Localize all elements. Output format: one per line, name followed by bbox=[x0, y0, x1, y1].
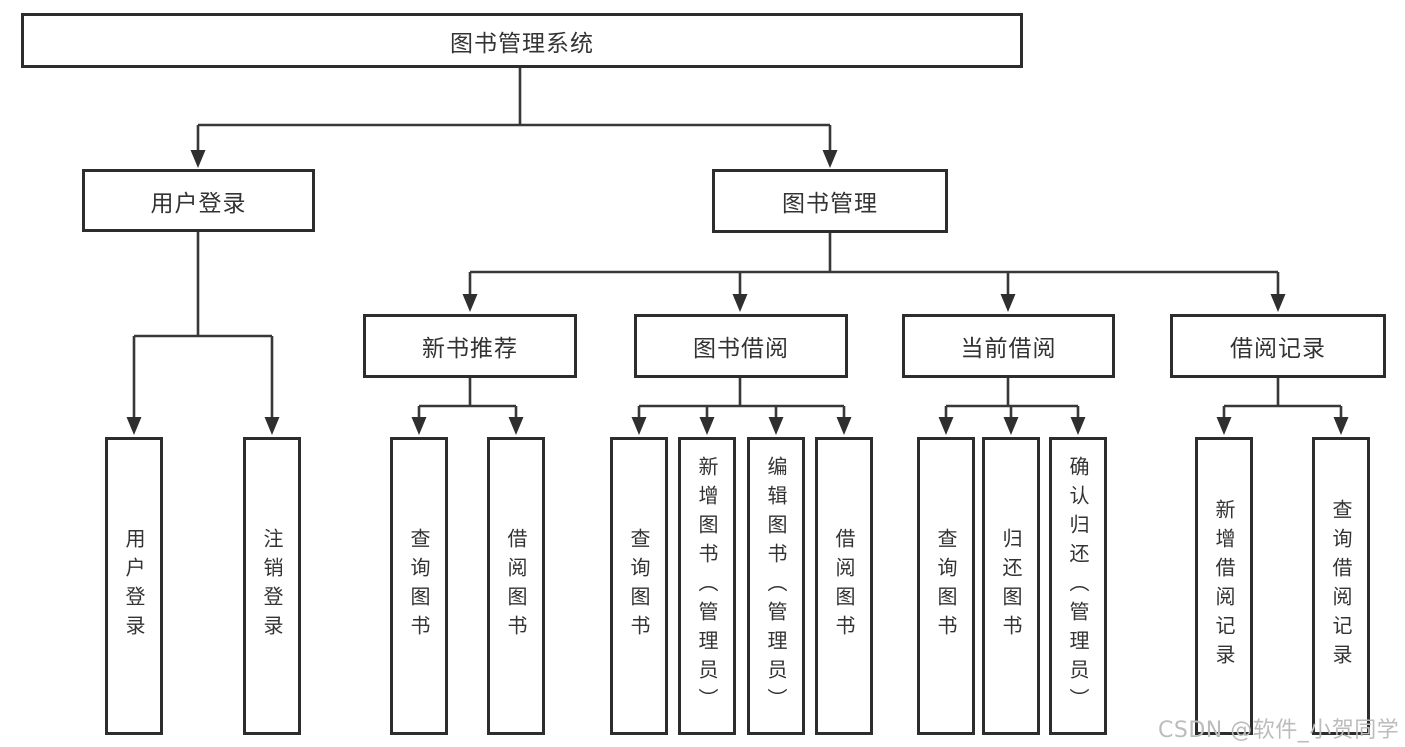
leaf-label: 编辑图书（管理员） bbox=[764, 455, 788, 717]
leaf-label: 借阅图书 bbox=[504, 528, 528, 644]
leaf-label: 查询图书 bbox=[407, 528, 431, 644]
node-library-management-system: 图书管理系统 bbox=[21, 13, 1023, 68]
node-current-borrowing: 当前借阅 bbox=[902, 314, 1115, 378]
arrowhead-icons bbox=[126, 150, 1349, 435]
leaf-add-book-admin: 新增图书（管理员） bbox=[678, 437, 736, 735]
leaf-return-books: 归还图书 bbox=[982, 437, 1040, 735]
leaf-label: 查询图书 bbox=[627, 528, 651, 644]
leaf-label: 归还图书 bbox=[999, 528, 1023, 644]
csdn-watermark: CSDN @软件_小贺同学 bbox=[1158, 718, 1400, 743]
leaf-label: 注销登录 bbox=[260, 528, 284, 644]
leaf-edit-book-admin: 编辑图书（管理员） bbox=[747, 437, 805, 735]
node-user-login: 用户登录 bbox=[82, 169, 315, 232]
node-book-borrowing: 图书借阅 bbox=[634, 314, 848, 378]
leaf-label: 确认归还（管理员） bbox=[1066, 455, 1090, 717]
leaf-logout: 注销登录 bbox=[243, 437, 301, 735]
leaf-confirm-return-admin: 确认归还（管理员） bbox=[1049, 437, 1107, 735]
leaf-label: 查询借阅记录 bbox=[1329, 499, 1353, 673]
leaf-borrow-books-borrowing: 借阅图书 bbox=[815, 437, 873, 735]
node-book-management: 图书管理 bbox=[712, 169, 948, 233]
leaf-label: 查询图书 bbox=[934, 528, 958, 644]
leaf-query-books-current: 查询图书 bbox=[917, 437, 975, 735]
leaf-label: 借阅图书 bbox=[832, 528, 856, 644]
node-borrowing-records: 借阅记录 bbox=[1170, 314, 1386, 378]
leaf-borrow-books-recommend: 借阅图书 bbox=[487, 437, 545, 735]
leaf-label: 用户登录 bbox=[122, 528, 146, 644]
node-new-book-recommendation: 新书推荐 bbox=[363, 314, 577, 378]
leaf-query-books-borrowing: 查询图书 bbox=[610, 437, 668, 735]
leaf-label: 新增图书（管理员） bbox=[695, 455, 719, 717]
leaf-user-login: 用户登录 bbox=[105, 437, 163, 735]
leaf-add-borrow-record: 新增借阅记录 bbox=[1195, 437, 1253, 735]
leaf-label: 新增借阅记录 bbox=[1212, 499, 1236, 673]
leaf-query-books-recommend: 查询图书 bbox=[390, 437, 448, 735]
leaf-query-borrow-record: 查询借阅记录 bbox=[1312, 437, 1370, 735]
